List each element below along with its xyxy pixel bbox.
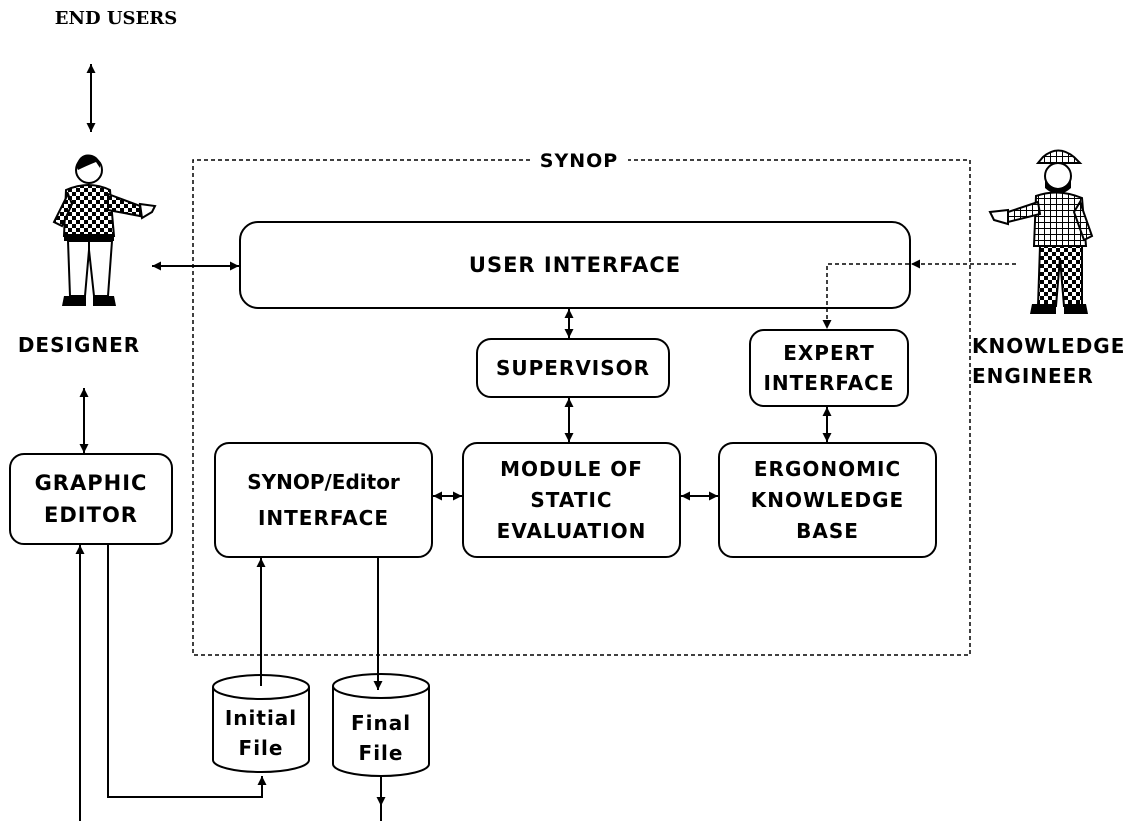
knowledge-engineer-line-1: KNOWLEDGE: [972, 334, 1126, 358]
initial-file-cylinder: [212, 674, 310, 773]
editor-interface-box: [214, 442, 433, 558]
knowledge-engineer-figure-icon: [988, 149, 1094, 314]
static-evaluation-box: [462, 442, 681, 558]
designer-figure-icon: [52, 154, 157, 306]
designer-label: DESIGNER: [17, 333, 141, 357]
engineer-expert-interface-dashed-arrow: [822, 263, 916, 329]
connectors: [75, 64, 1016, 821]
graphic-editor-line-2: EDITOR: [44, 503, 138, 527]
knowledge-engineer-label: KNOWLEDGE ENGINEER: [972, 331, 1144, 391]
final-file-line-1: Final: [350, 711, 412, 735]
editor-interface: SYNOP/Editor INTERFACE: [215, 443, 432, 557]
knowledge-base-line-1: ERGONOMIC: [753, 456, 902, 481]
blocks: [9, 221, 937, 558]
supervisor: SUPERVISOR: [477, 339, 669, 397]
knowledge-base-box: [718, 442, 937, 558]
editor-interface-line-2: INTERFACE: [257, 506, 390, 530]
user-interface-box: [239, 221, 911, 309]
static-evaluation-line-3: EVALUATION: [496, 518, 647, 543]
expert-interface-line-2: INTERFACE: [763, 371, 895, 395]
graphic-editor: GRAPHIC EDITOR: [10, 454, 172, 544]
static-evaluation-line-2: STATIC: [530, 487, 613, 512]
initial-file-line-2: File: [238, 736, 284, 760]
expert-interface: EXPERT INTERFACE: [750, 330, 908, 406]
supervisor-box: [476, 338, 670, 398]
knowledge-base-line-2: KNOWLEDGE: [750, 487, 905, 512]
user-interface-label: USER INTERFACE: [468, 253, 682, 277]
initial-file-line-1: Initial: [224, 706, 298, 730]
expert-interface-line-1: EXPERT: [783, 341, 875, 365]
end-users-label: END USERS: [54, 8, 178, 29]
editor-interface-line-1: SYNOP/Editor: [247, 470, 400, 494]
graphic-editor-line-1: GRAPHIC: [34, 471, 148, 495]
knowledge-base-line-3: BASE: [796, 518, 859, 543]
initial-file: Initial File: [213, 700, 309, 766]
final-file-line-2: File: [358, 741, 404, 765]
synop-boundary-label: SYNOP: [531, 148, 627, 174]
expert-interface-box: [749, 329, 909, 407]
static-evaluation-line-1: MODULE OF: [500, 456, 643, 481]
knowledge-base: ERGONOMIC KNOWLEDGE BASE: [719, 443, 936, 557]
user-interface: USER INTERFACE: [240, 222, 910, 308]
final-file: Final File: [333, 706, 429, 770]
graphic-editor-box: [9, 453, 173, 545]
knowledge-engineer-line-2: ENGINEER: [972, 364, 1094, 388]
supervisor-label: SUPERVISOR: [495, 356, 651, 380]
static-evaluation: MODULE OF STATIC EVALUATION: [463, 443, 680, 557]
synop-boundary: [192, 159, 971, 656]
graphic-editor-initial-file-arrow: [107, 545, 267, 798]
